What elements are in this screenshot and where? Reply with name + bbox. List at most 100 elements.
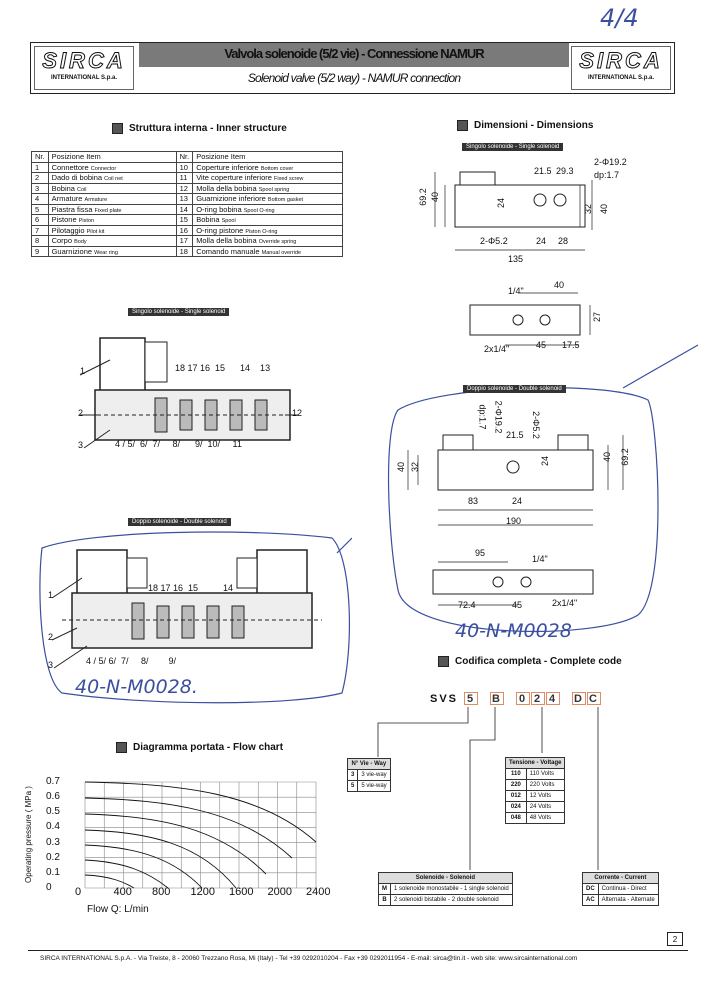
code-box-current-2: C xyxy=(587,692,602,705)
code-prefix: SVS xyxy=(430,692,459,705)
callout-d3: 3 xyxy=(48,660,54,670)
flow-xtick: 1600 xyxy=(229,886,254,898)
logo-text: SIRCA xyxy=(42,48,126,74)
callout-3: 3 xyxy=(78,440,84,450)
dim-d-32: 32 xyxy=(410,461,421,473)
code-box-current-1: D xyxy=(572,692,587,705)
dim-21-5: 21.5 xyxy=(534,166,552,176)
single-callouts-top: 18 17 16 15 14 13 xyxy=(175,363,271,373)
dim-d-72-4: 72.4 xyxy=(458,600,476,610)
dim-quarter: 1/4" xyxy=(508,286,524,296)
single-callouts-bottom: 4 / 5/ 6/ 7/ 8/ 9/ 10/ 11 xyxy=(115,439,242,449)
dim-45: 45 xyxy=(536,340,547,350)
flow-ytick: 0.5 xyxy=(46,806,60,818)
flow-xtick: 2400 xyxy=(306,886,331,898)
flow-ytick: 0.6 xyxy=(46,791,60,803)
code-box-solenoid: B xyxy=(490,692,505,705)
callout-1: 1 xyxy=(80,366,86,376)
flow-ytick: 0.2 xyxy=(46,851,60,863)
flow-title: Diagramma portata - Flow chart xyxy=(133,742,284,753)
callout-d1: 1 xyxy=(48,590,54,600)
double-solenoid-structure-drawing xyxy=(39,531,352,704)
code-box-volt-1: 0 xyxy=(516,692,531,705)
logo-text-right: SIRCA xyxy=(579,48,663,74)
callout-2: 2 xyxy=(78,408,84,418)
flow-ytick: 0.3 xyxy=(46,836,60,848)
flow-ytick: 0 xyxy=(46,882,52,893)
flow-ytick: 0.7 xyxy=(46,776,60,787)
dim-29-3: 29.3 xyxy=(556,166,574,176)
dim-27: 27 xyxy=(592,311,603,323)
dim-135: 135 xyxy=(508,254,524,264)
single-solenoid-label: Singolo solenoide - Single solenoid xyxy=(128,308,230,316)
dim-d-phi5: 2-Φ5.2 xyxy=(530,411,541,439)
dim-32: 32 xyxy=(583,203,594,215)
flow-ylabel: Operating pressure ( MPa ) xyxy=(23,786,33,883)
parts-header: Nr. Posizione Item Nr. Posizione Item xyxy=(31,151,344,163)
double-solenoid-label: Doppio solenoide - Double solenoid xyxy=(128,518,231,526)
flow-ytick: 0.1 xyxy=(46,866,60,878)
flow-heading: Diagramma portata - Flow chart xyxy=(116,742,283,753)
flow-xtick: 2000 xyxy=(267,886,292,898)
bullet-square-icon xyxy=(116,742,127,753)
dim-17-5: 17.5 xyxy=(562,340,580,350)
callout-d2: 2 xyxy=(48,632,54,642)
page-marker: 4/4 xyxy=(600,4,639,32)
dim-d-40: 40 xyxy=(396,461,407,473)
dim-40b: 40 xyxy=(599,203,610,215)
dim-d-95: 95 xyxy=(475,548,486,558)
dim-40c: 40 xyxy=(554,280,565,290)
structure-title: Struttura interna - Inner structure xyxy=(129,123,287,134)
logo-left: SIRCA INTERNATIONAL S.p.a. xyxy=(34,46,134,90)
double-callouts-top: 18 17 16 15 14 xyxy=(148,583,234,593)
code-title: Codifica completa - Complete code xyxy=(455,656,622,667)
code-connector-lines xyxy=(377,707,599,870)
dim-phi19: 2-Φ19.2 xyxy=(594,157,627,167)
dim-double-label: Doppio solenoide - Double solenoid xyxy=(463,385,566,393)
header-bar: SIRCA INTERNATIONAL S.p.a. Valvola solen… xyxy=(30,42,675,94)
title-en: Solenoid valve (5/2 way) - NAMUR connect… xyxy=(247,71,461,85)
dim-d-dp: dp:1.7 xyxy=(477,404,488,430)
dim-40: 40 xyxy=(430,191,441,203)
single-dimension-drawing xyxy=(434,171,593,251)
dim-69-2: 69.2 xyxy=(417,188,428,206)
bullet-square-icon xyxy=(438,656,449,667)
title-it: Valvola solenoide (5/2 vie) - Connession… xyxy=(224,46,484,61)
dim-phi5: 2-Φ5.2 xyxy=(480,236,508,246)
logo-sub: INTERNATIONAL S.p.a. xyxy=(50,75,118,81)
flow-xtick: 0 xyxy=(75,886,82,898)
page-number: 2 xyxy=(667,932,683,946)
dim-24: 24 xyxy=(496,197,507,209)
dim-d-phi19: 2-Φ19.2 xyxy=(493,400,504,434)
footer-text: SIRCA INTERNATIONAL S.p.A. - Via Treiste… xyxy=(40,955,578,962)
dim-d-24: 24 xyxy=(540,455,551,467)
single-side-drawing xyxy=(469,292,591,346)
dim-d-21-5: 21.5 xyxy=(506,430,524,440)
dim-d-quarter: 1/4" xyxy=(532,554,548,564)
dim-d-45: 45 xyxy=(512,600,523,610)
bullet-square-icon xyxy=(112,123,123,134)
logo-sub-right: INTERNATIONAL S.p.a. xyxy=(587,75,655,81)
